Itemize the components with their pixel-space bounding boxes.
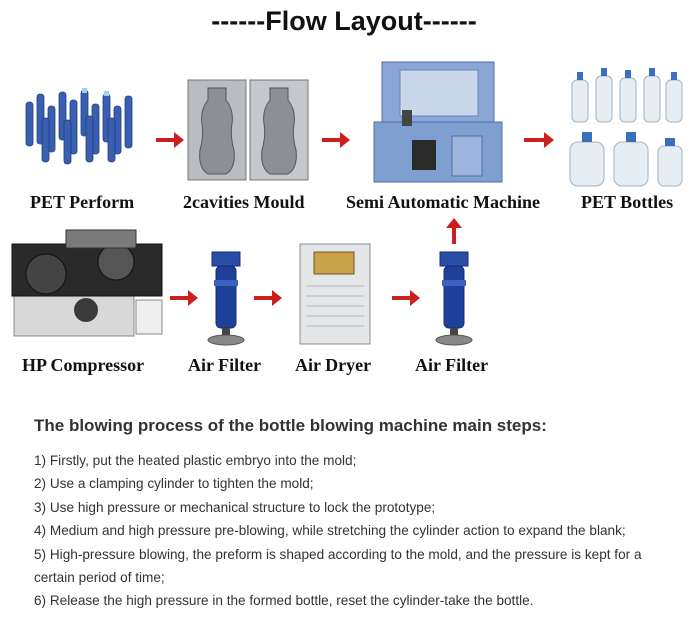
arrow-right-icon <box>254 290 282 306</box>
arrow-right-icon <box>156 132 184 148</box>
node-label-pet-perform: PET Perform <box>30 192 135 212</box>
pet-preform-image <box>25 88 133 165</box>
page-title: ------Flow Layout------ <box>211 6 477 36</box>
arrow-right-icon <box>524 132 554 148</box>
process-step: 6) Release the high pressure in the form… <box>34 593 534 609</box>
semi-automatic-machine-image <box>373 61 503 183</box>
mould-image <box>187 79 309 181</box>
arrow-right-icon <box>322 132 350 148</box>
process-step: 4) Medium and high pressure pre-blowing,… <box>34 523 626 539</box>
arrow-right-icon <box>392 290 420 306</box>
arrow-right-icon <box>170 290 198 306</box>
hp-compressor-image <box>11 229 163 337</box>
node-label-mould: 2cavities Mould <box>183 192 305 212</box>
arrow-up-icon <box>446 218 462 244</box>
process-step: 2) Use a clamping cylinder to tighten th… <box>34 476 314 492</box>
node-label-dryer: Air Dryer <box>295 355 372 375</box>
pet-bottles-image <box>569 68 683 187</box>
node-label-bottles: PET Bottles <box>581 192 674 212</box>
process-step: 5) High-pressure blowing, the preform is… <box>34 546 642 586</box>
node-label-filter-1: Air Filter <box>188 355 262 375</box>
process-step: 1) Firstly, put the heated plastic embry… <box>34 453 357 468</box>
node-label-machine: Semi Automatic Machine <box>346 192 540 212</box>
air-filter-image <box>207 251 245 346</box>
process-steps-list: 1) Firstly, put the heated plastic embry… <box>34 449 674 613</box>
node-label-filter-2: Air Filter <box>415 355 489 375</box>
process-step: 3) Use high pressure or mechanical struc… <box>34 499 436 515</box>
process-heading: The blowing process of the bottle blowin… <box>34 416 547 435</box>
air-filter-image <box>435 251 473 346</box>
air-dryer-image <box>299 243 371 345</box>
node-label-compressor: HP Compressor <box>22 355 145 375</box>
